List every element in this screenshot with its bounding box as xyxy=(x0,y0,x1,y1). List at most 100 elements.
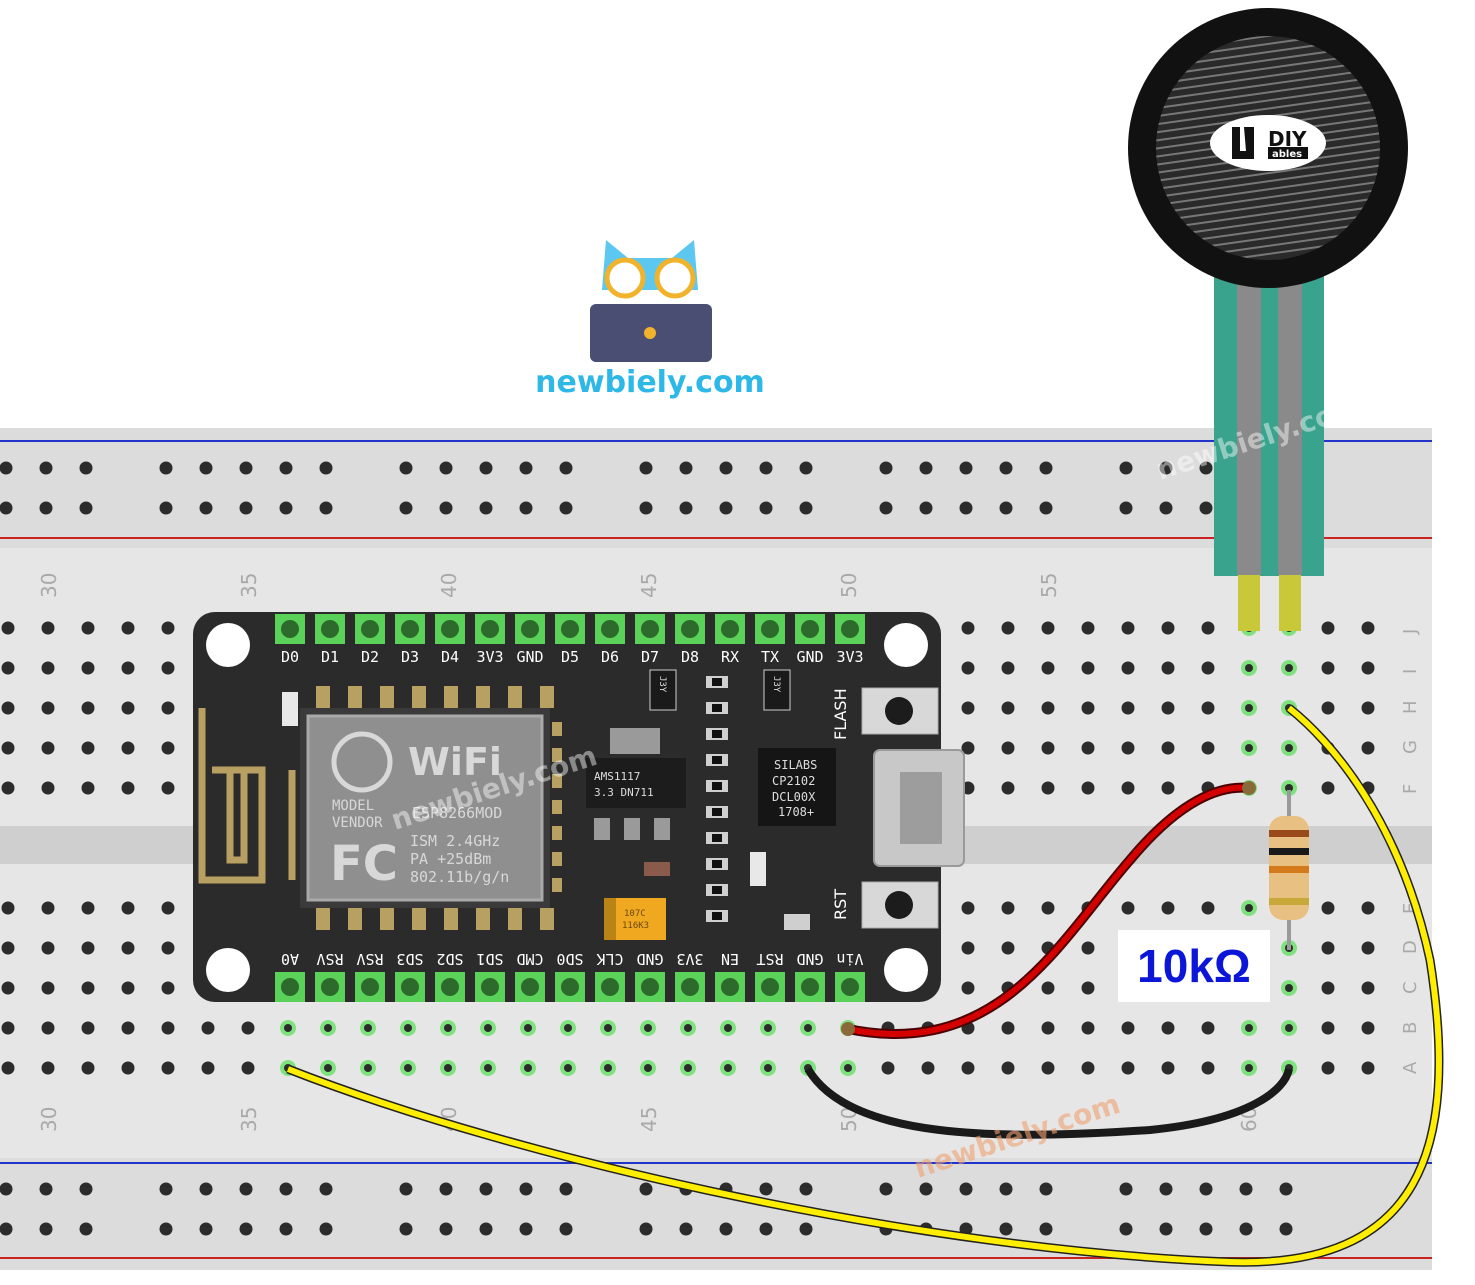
rail-hole xyxy=(199,1182,213,1196)
rail-hole xyxy=(1119,1182,1133,1196)
active-hole-center xyxy=(404,1024,412,1032)
terminal-hole xyxy=(1361,901,1375,915)
rail-hole xyxy=(719,501,733,515)
terminal-hole xyxy=(1081,1021,1095,1035)
terminal-hole xyxy=(161,741,175,755)
terminal-hole xyxy=(1361,941,1375,955)
active-hole-center xyxy=(564,1024,572,1032)
rail-hole xyxy=(759,461,773,475)
pin-label: GND xyxy=(796,950,823,968)
rail-hole xyxy=(1039,461,1053,475)
site-brand[interactable]: newbiely.com xyxy=(535,365,765,400)
rail-hole xyxy=(1039,1182,1053,1196)
smd-part-body xyxy=(712,756,722,764)
active-hole-center xyxy=(644,1064,652,1072)
smd-part xyxy=(784,914,810,930)
rail-hole xyxy=(1279,1182,1293,1196)
rail-hole xyxy=(799,461,813,475)
rail-hole xyxy=(1119,501,1133,515)
rail-hole xyxy=(639,1182,653,1196)
terminal-hole xyxy=(1361,1021,1375,1035)
terminal-hole xyxy=(121,981,135,995)
terminal-hole xyxy=(1,741,15,755)
terminal-hole xyxy=(1361,981,1375,995)
rail-hole xyxy=(919,1182,933,1196)
pin-label: SD1 xyxy=(476,950,503,968)
terminal-hole xyxy=(1201,741,1215,755)
pin-label: D8 xyxy=(681,648,699,666)
rail-hole xyxy=(1159,501,1173,515)
rail-hole xyxy=(1199,501,1213,515)
terminal-hole xyxy=(1081,781,1095,795)
pin-label: SD2 xyxy=(436,950,463,968)
rail-hole xyxy=(799,1182,813,1196)
terminal-hole xyxy=(41,741,55,755)
rail-hole xyxy=(999,461,1013,475)
pin-label: GND xyxy=(796,648,823,666)
force-sensor: DIY ables xyxy=(1128,8,1408,631)
terminal-hole xyxy=(41,981,55,995)
pin-label: RSV xyxy=(356,950,383,968)
terminal-hole xyxy=(961,981,975,995)
terminal-hole xyxy=(1321,661,1335,675)
row-letter: D xyxy=(1400,940,1421,954)
pin-label: SD0 xyxy=(556,950,583,968)
terminal-hole xyxy=(1161,901,1175,915)
rail-hole xyxy=(319,501,333,515)
header-pin-hole xyxy=(641,978,659,996)
smd-part-body xyxy=(712,704,722,712)
terminal-hole xyxy=(81,1061,95,1075)
active-hole-center xyxy=(1285,664,1293,672)
pin-label: SD3 xyxy=(396,950,423,968)
rail-hole xyxy=(1159,461,1173,475)
rail-hole xyxy=(79,501,93,515)
rail-hole xyxy=(439,1182,453,1196)
pin-label: RST xyxy=(756,950,783,968)
terminal-hole xyxy=(81,981,95,995)
terminal-hole xyxy=(1321,701,1335,715)
rail-hole xyxy=(679,461,693,475)
terminal-hole xyxy=(1161,741,1175,755)
pin-label: D7 xyxy=(641,648,659,666)
terminal-hole xyxy=(1201,1021,1215,1035)
terminal-hole xyxy=(1,781,15,795)
pin-label: D6 xyxy=(601,648,619,666)
rail-hole xyxy=(199,1222,213,1236)
terminal-hole xyxy=(1361,621,1375,635)
terminal-hole xyxy=(1201,1061,1215,1075)
pin-label: D1 xyxy=(321,648,339,666)
terminal-hole xyxy=(81,1021,95,1035)
terminal-hole xyxy=(241,1021,255,1035)
rail-hole xyxy=(399,1182,413,1196)
terminal-hole xyxy=(1161,621,1175,635)
rail-hole xyxy=(159,1222,173,1236)
header-pin-hole xyxy=(841,978,859,996)
rail-hole xyxy=(159,461,173,475)
terminal-hole xyxy=(1161,701,1175,715)
column-number: 30 xyxy=(37,1107,61,1132)
rail-hole xyxy=(279,501,293,515)
smd-part-body xyxy=(712,808,722,816)
terminal-hole xyxy=(81,781,95,795)
column-number: 40 xyxy=(437,573,461,598)
terminal-hole xyxy=(121,661,135,675)
active-hole-center xyxy=(684,1064,692,1072)
active-hole-center xyxy=(764,1024,772,1032)
active-hole-center xyxy=(404,1064,412,1072)
active-hole-center xyxy=(364,1064,372,1072)
terminal-hole xyxy=(81,901,95,915)
rail-hole xyxy=(79,1222,93,1236)
smd-part xyxy=(750,852,766,886)
rail-hole xyxy=(199,461,213,475)
module-pad xyxy=(552,878,562,892)
rail-hole xyxy=(479,461,493,475)
active-hole-center xyxy=(644,1024,652,1032)
terminal-hole xyxy=(961,901,975,915)
terminal-hole xyxy=(1121,741,1135,755)
row-letter: J xyxy=(1400,629,1421,635)
terminal-hole xyxy=(961,621,975,635)
rail-hole xyxy=(559,501,573,515)
terminal-hole xyxy=(161,781,175,795)
header-pin-hole xyxy=(721,978,739,996)
header-pin-hole xyxy=(321,978,339,996)
